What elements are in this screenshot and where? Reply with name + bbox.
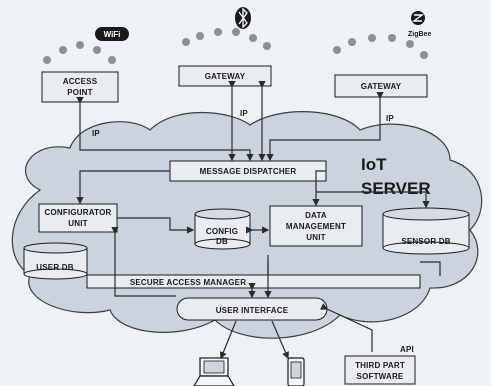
laptop-icon — [193, 357, 235, 386]
svg-text:GATEWAY: GATEWAY — [205, 72, 246, 81]
svg-text:ZigBee: ZigBee — [408, 31, 431, 38]
api-label: API — [400, 345, 414, 354]
data-management-unit-box: DATA MANAGEMENT UNIT — [269, 205, 363, 247]
svg-text:WiFi: WiFi — [104, 30, 121, 39]
ip-label-mid: IP — [240, 109, 248, 118]
svg-text:MESSAGE DISPATCHER: MESSAGE DISPATCHER — [200, 167, 297, 176]
iot-title-line1: IoT — [361, 155, 387, 174]
svg-text:SENSOR DB: SENSOR DB — [401, 237, 450, 246]
user-db-cylinder: USER DB — [23, 242, 88, 280]
svg-text:POINT: POINT — [67, 88, 92, 97]
third-party-software-box: THIRD PART SOFTWARE — [344, 355, 416, 385]
gateway-bluetooth-box: GATEWAY — [178, 65, 272, 87]
svg-text:GATEWAY: GATEWAY — [361, 82, 402, 91]
access-point-box: ACCESS POINT — [41, 71, 119, 103]
configurator-unit-box: CONFIGURATOR UNIT — [38, 203, 118, 233]
ip-link-access-point — [76, 97, 254, 162]
ip-label-right: IP — [386, 114, 394, 123]
svg-text:SECURE ACCESS MANAGER: SECURE ACCESS MANAGER — [130, 278, 246, 287]
ip-label-left: IP — [92, 129, 100, 138]
sensor-db-cylinder: SENSOR DB — [382, 207, 470, 255]
svg-text:CONFIG: CONFIG — [206, 227, 238, 236]
wifi-icon: WiFi — [95, 27, 129, 41]
svg-text:DATA: DATA — [305, 211, 327, 220]
message-dispatcher-box: MESSAGE DISPATCHER — [169, 160, 327, 182]
ip-link-gateway-bluetooth — [228, 81, 266, 162]
mobile-icon — [287, 357, 305, 386]
iot-title-line2: SERVER — [361, 179, 431, 198]
sensor-cluster-gateway-bluetooth — [182, 28, 271, 50]
svg-text:DB: DB — [216, 237, 228, 246]
svg-text:UNIT: UNIT — [306, 233, 325, 242]
ip-link-gateway-zigbee — [266, 92, 384, 162]
sensor-cluster-gateway-zigbee — [333, 34, 428, 59]
svg-text:CONFIGURATOR: CONFIGURATOR — [45, 208, 112, 217]
svg-text:USER INTERFACE: USER INTERFACE — [216, 306, 289, 315]
gateway-zigbee-box: GATEWAY — [334, 74, 428, 98]
config-db-cylinder: CONFIG DB — [194, 208, 251, 250]
sensor-cluster-access-point — [43, 41, 116, 64]
svg-text:THIRD PART: THIRD PART — [355, 361, 405, 370]
svg-text:SOFTWARE: SOFTWARE — [357, 372, 404, 381]
svg-text:USER DB: USER DB — [36, 263, 73, 272]
user-interface-box: USER INTERFACE — [176, 297, 328, 321]
bluetooth-icon — [235, 7, 251, 29]
internal-connectors — [76, 170, 441, 360]
svg-text:MANAGEMENT: MANAGEMENT — [286, 222, 346, 231]
svg-text:UNIT: UNIT — [68, 219, 87, 228]
secure-access-manager-bar: SECURE ACCESS MANAGER — [86, 274, 421, 289]
zigbee-icon: ZigBee — [408, 11, 431, 38]
svg-text:ACCESS: ACCESS — [63, 77, 98, 86]
